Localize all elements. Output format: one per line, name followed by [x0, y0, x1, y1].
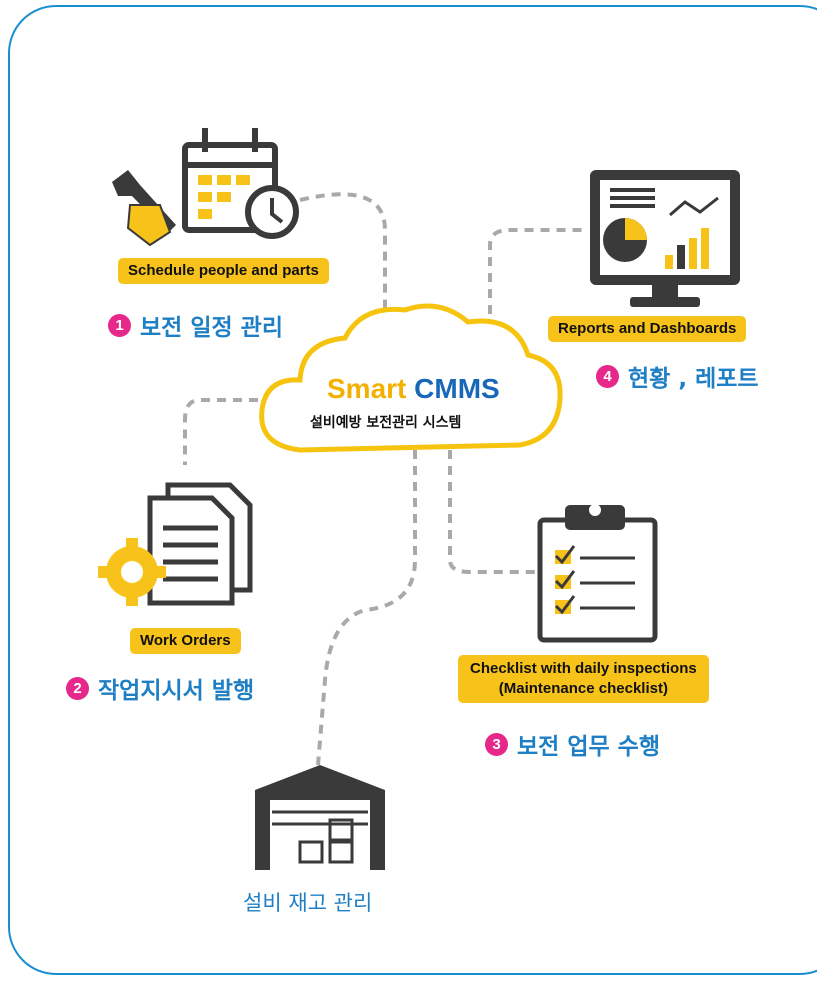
number-badge-3: 3	[485, 732, 508, 756]
connectors	[183, 192, 585, 766]
workorders-korean-text: 작업지시서 발행	[98, 678, 255, 704]
cloud-title: Smart CMMS	[327, 373, 500, 405]
calendar-wrench-icon	[112, 128, 299, 247]
checklist-pill-line2: (Maintenance checklist)	[498, 680, 668, 697]
number-badge-1: 1	[108, 313, 131, 337]
reports-korean-label: 4 현황 , 레포트	[596, 359, 759, 393]
cloud-shape	[259, 303, 563, 453]
reports-korean-text: 현황 , 레포트	[628, 366, 759, 392]
connector-workorders	[183, 398, 290, 465]
document-gear-icon	[98, 482, 253, 606]
cloud-title-smart: Smart	[327, 373, 407, 404]
monitor-chart-icon	[590, 170, 740, 307]
reports-pill: Reports and Dashboards	[548, 316, 747, 342]
cloud-title-cmms: CMMS	[414, 373, 500, 404]
workorders-korean-label: 2 작업지시서 발행	[66, 671, 254, 705]
connector-schedule	[299, 192, 387, 315]
inventory-label: 설비 재고 관리	[243, 891, 373, 915]
checklist-pill: Checklist with daily inspections (Mainte…	[458, 655, 709, 703]
checklist-korean-label: 3 보전 업무 수행	[485, 727, 660, 761]
connector-reports	[488, 228, 585, 330]
connector-checklist	[448, 450, 540, 574]
schedule-pill: Schedule people and parts	[118, 258, 329, 284]
cloud-subtitle: 설비예방 보전관리 시스템	[310, 415, 462, 431]
rounded-frame	[8, 5, 817, 975]
number-badge-2: 2	[66, 676, 89, 700]
number-badge-4: 4	[596, 364, 619, 388]
schedule-korean-label: 1 보전 일정 관리	[108, 308, 283, 342]
connector-inventory	[316, 450, 417, 766]
checklist-korean-text: 보전 업무 수행	[517, 734, 660, 760]
workorders-pill: Work Orders	[130, 628, 241, 654]
clipboard-checklist-icon	[537, 504, 658, 643]
warehouse-icon	[255, 765, 385, 870]
checklist-pill-line1: Checklist with daily inspections	[470, 660, 697, 677]
schedule-korean-text: 보전 일정 관리	[140, 315, 283, 341]
